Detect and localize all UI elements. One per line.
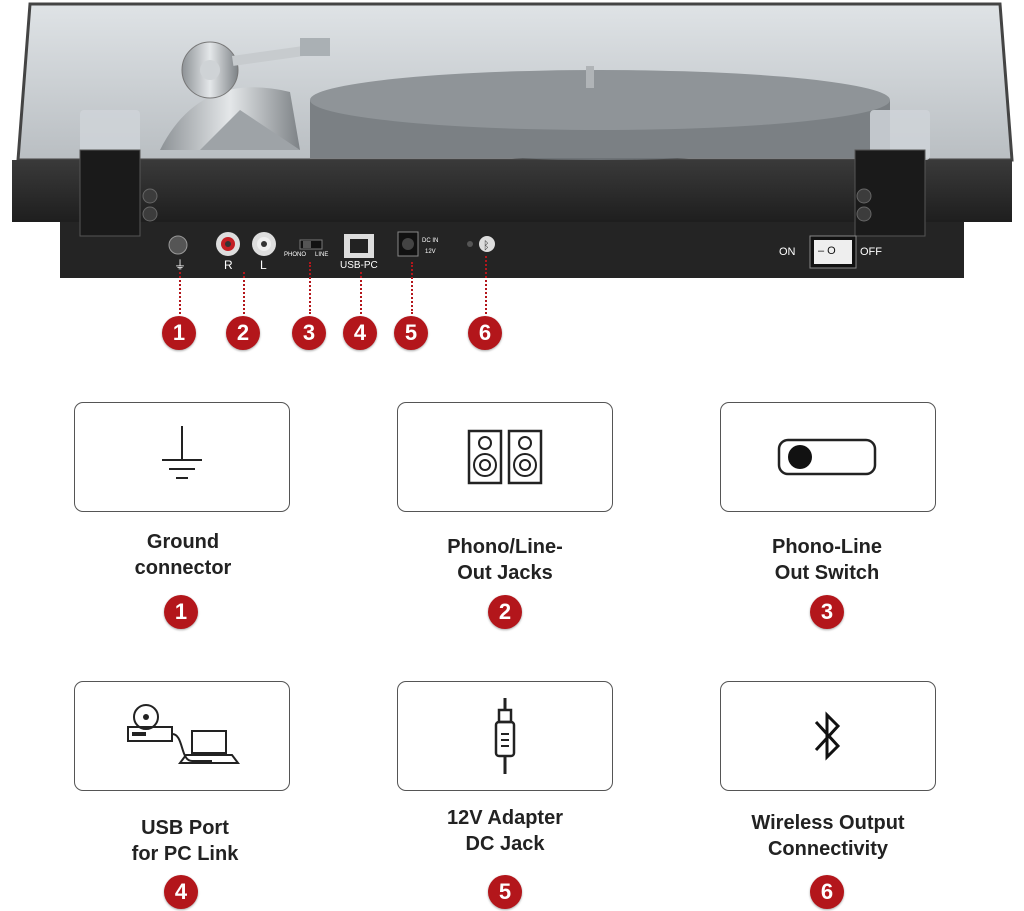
- feature-title-line: DC Jack: [465, 833, 545, 855]
- feature-title-line: connector: [134, 557, 232, 579]
- feature-title-wireless: Wireless Output Connectivity: [698, 810, 958, 862]
- switch-line-label: LINE: [315, 252, 329, 258]
- power-off-label: OFF: [860, 246, 882, 258]
- switch-phono-label: PHONO: [284, 252, 307, 258]
- feature-title-line: USB Port: [141, 817, 229, 839]
- dc-in-label: DC IN: [422, 238, 439, 244]
- leader-line-6: [485, 256, 487, 314]
- speakers-icon: [467, 429, 543, 485]
- dc-voltage-label: 12V: [425, 249, 436, 255]
- left-hinge: [80, 110, 140, 160]
- feature-title-line: Phono-Line: [772, 536, 882, 558]
- feature-badge-1: 1: [164, 595, 198, 629]
- ground-icon: [162, 426, 202, 479]
- feature-badge-6: 6: [810, 875, 844, 909]
- ground-screw: [168, 235, 188, 255]
- feature-badge-2: 2: [488, 595, 522, 629]
- callout-badge-4: 4: [343, 316, 377, 350]
- dc-plug-icon: [494, 698, 516, 774]
- feature-title-ground: Ground connector: [53, 529, 313, 581]
- feature-badge-3: 3: [810, 595, 844, 629]
- usb-pc-link-icon: [127, 704, 240, 764]
- feature-badge-5: 5: [488, 875, 522, 909]
- power-switch-symbols: – O: [818, 245, 836, 257]
- turntable-rear-photo: ᛒ R L PHONO LINE USB-PC DC IN 12V ON OFF…: [0, 0, 1024, 300]
- feature-title-switch: Phono-Line Out Switch: [697, 534, 957, 586]
- usb-label: USB-PC: [340, 260, 378, 271]
- feature-title-line: Phono/Line-: [447, 536, 563, 558]
- leader-line-5: [411, 262, 413, 314]
- leader-line-1: [179, 272, 181, 314]
- feature-title-line: Out Jacks: [457, 562, 553, 584]
- feature-title-jacks: Phono/Line- Out Jacks: [375, 534, 635, 586]
- feature-card-usb: [74, 681, 290, 791]
- toggle-switch-icon: [777, 438, 877, 476]
- svg-text:ᛒ: ᛒ: [483, 239, 490, 252]
- feature-card-speakers: [397, 402, 613, 512]
- feature-title-line: 12V Adapter: [447, 807, 563, 829]
- leader-line-2: [243, 272, 245, 314]
- callout-badge-5: 5: [394, 316, 428, 350]
- feature-card-bluetooth: [720, 681, 936, 791]
- feature-card-ground: [74, 402, 290, 512]
- feature-title-line: Ground: [146, 531, 220, 553]
- callout-badge-1: 1: [162, 316, 196, 350]
- feature-title-line: Out Switch: [774, 562, 880, 584]
- feature-title-usb: USB Port for PC Link: [55, 815, 315, 867]
- callout-badge-6: 6: [468, 316, 502, 350]
- ground-symbol-label: ⏚: [174, 258, 187, 272]
- feature-card-switch: [720, 402, 936, 512]
- feature-title-line: for PC Link: [131, 843, 239, 865]
- bluetooth-icon: [814, 711, 841, 761]
- feature-title-line: Connectivity: [767, 838, 889, 860]
- power-on-label: ON: [779, 246, 796, 258]
- feature-title-line: Wireless Output: [751, 812, 905, 834]
- rca-right-label: R: [224, 258, 233, 272]
- leader-line-3: [309, 262, 311, 314]
- bluetooth-led: [467, 241, 473, 247]
- feature-badge-4: 4: [164, 875, 198, 909]
- right-hinge: [870, 110, 930, 160]
- rca-left-label: L: [260, 258, 267, 272]
- leader-line-4: [360, 272, 362, 314]
- feature-title-dc: 12V Adapter DC Jack: [375, 805, 635, 857]
- callout-badge-3: 3: [292, 316, 326, 350]
- feature-card-dc: [397, 681, 613, 791]
- turntable-illustration: ᛒ: [12, 2, 1014, 278]
- callout-badge-2: 2: [226, 316, 260, 350]
